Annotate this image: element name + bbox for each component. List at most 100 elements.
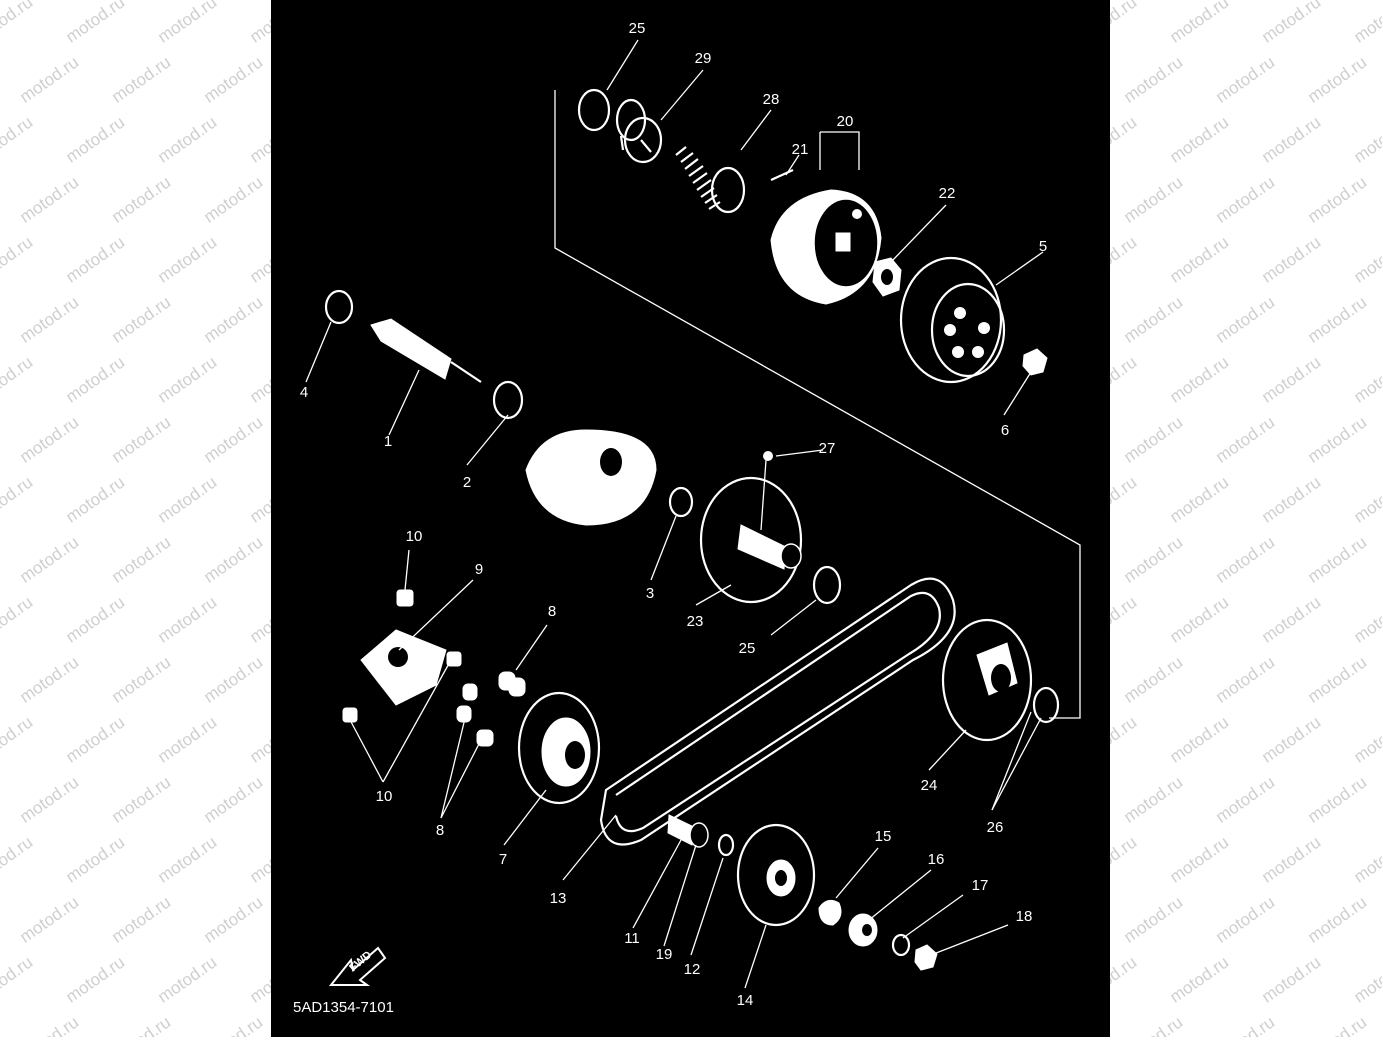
- label-8-bottom: 8: [436, 822, 444, 839]
- label-29: 29: [695, 50, 712, 67]
- label-14: 14: [737, 992, 754, 1009]
- watermark-text: motod.ru: [108, 772, 175, 827]
- part-21-pin: [770, 168, 794, 182]
- diagram-canvas: FWD: [293, 20, 1081, 1016]
- watermark-text: motod.ru: [200, 412, 267, 467]
- watermark-text: motod.ru: [16, 52, 83, 107]
- watermark-text: motod.ru: [0, 712, 37, 767]
- watermark-text: motod.ru: [62, 952, 129, 1007]
- part-25-top-oil-seal: [577, 88, 611, 132]
- watermark-text: motod.ru: [16, 652, 83, 707]
- label-11: 11: [624, 930, 640, 947]
- watermark-text: motod.ru: [200, 772, 267, 827]
- part-11-collar: [667, 814, 709, 848]
- watermark-text: motod.ru: [154, 952, 221, 1007]
- watermark-text: motod.ru: [1350, 472, 1382, 527]
- fwd-arrow-icon: FWD: [328, 946, 387, 986]
- part-23-sliding-sheave: [699, 476, 803, 604]
- watermark-text: motod.ru: [1120, 52, 1187, 107]
- watermark-text: motod.ru: [1212, 412, 1279, 467]
- watermark-text: motod.ru: [62, 112, 129, 167]
- assembly-boundary: [554, 90, 1081, 719]
- watermark-text: motod.ru: [1120, 292, 1187, 347]
- watermark-text: motod.ru: [1166, 232, 1233, 287]
- watermark-text: motod.ru: [200, 1013, 266, 1037]
- watermark-text: motod.ru: [1166, 592, 1233, 647]
- part-1-primary-shaft: [370, 318, 482, 383]
- watermark-text: motod.ru: [1350, 232, 1382, 287]
- watermark-text: motod.ru: [1258, 712, 1325, 767]
- watermark-text: motod.ru: [1350, 592, 1382, 647]
- watermark-text: motod.ru: [16, 292, 83, 347]
- watermark-text: motod.ru: [1350, 952, 1382, 1007]
- part-28-compression-spring: [675, 146, 746, 214]
- label-15: 15: [875, 828, 892, 845]
- watermark-text: motod.ru: [16, 892, 83, 947]
- watermark-text: motod.ru: [1258, 832, 1325, 887]
- part-16-nut-plate: [848, 913, 878, 947]
- watermark-text: motod.ru: [1304, 772, 1371, 827]
- label-9: 9: [475, 561, 483, 578]
- part-25-bottom-oil-seal: [812, 565, 842, 605]
- part-22-nut: [872, 257, 902, 297]
- watermark-text: motod.ru: [16, 412, 83, 467]
- watermark-text: motod.ru: [0, 952, 37, 1007]
- watermark-text: motod.ru: [1350, 112, 1382, 167]
- label-24: 24: [921, 777, 938, 794]
- part-3-washer: [668, 486, 694, 518]
- watermark-text: motod.ru: [0, 112, 37, 167]
- watermark-text: motod.ru: [200, 532, 267, 587]
- watermark-text: motod.ru: [62, 592, 129, 647]
- label-3: 3: [646, 585, 654, 602]
- label-27: 27: [819, 440, 836, 457]
- part-4-bearing: [324, 289, 354, 325]
- watermark-text: motod.ru: [62, 712, 129, 767]
- watermark-text: motod.ru: [0, 232, 37, 287]
- watermark-text: motod.ru: [1212, 52, 1279, 107]
- label-2: 2: [463, 474, 471, 491]
- watermark-text: motod.ru: [0, 832, 37, 887]
- label-4: 4: [300, 384, 308, 401]
- watermark-text: motod.ru: [1304, 412, 1371, 467]
- watermark-text: motod.ru: [1120, 532, 1187, 587]
- part-15-washer: [818, 899, 842, 926]
- watermark-text: motod.ru: [154, 352, 221, 407]
- part-20-clutch-carrier: [770, 189, 882, 305]
- label-18: 18: [1016, 908, 1033, 925]
- label-16: 16: [928, 851, 945, 868]
- watermark-text: motod.ru: [1120, 892, 1187, 947]
- watermark-text: motod.ru: [1212, 532, 1279, 587]
- part-7-primary-sliding-sheave: [517, 691, 601, 805]
- watermark-text: motod.ru: [1258, 472, 1325, 527]
- watermark-text: motod.ru: [200, 652, 267, 707]
- label-10-bottom: 10: [376, 788, 393, 805]
- part-17-washer: [891, 933, 911, 957]
- label-25-bottom: 25: [739, 640, 756, 657]
- watermark-text: motod.ru: [108, 1013, 174, 1037]
- watermark-text: motod.ru: [1120, 412, 1187, 467]
- part-5-clutch-housing: [899, 256, 1006, 384]
- watermark-text: motod.ru: [108, 532, 175, 587]
- watermark-text: motod.ru: [62, 232, 129, 287]
- watermark-text: motod.ru: [1258, 352, 1325, 407]
- watermark-text: motod.ru: [1212, 1013, 1278, 1037]
- watermark-text: motod.ru: [16, 172, 83, 227]
- label-21: 21: [792, 141, 809, 158]
- watermark-text: motod.ru: [1212, 172, 1279, 227]
- label-13: 13: [550, 890, 567, 907]
- watermark-text: motod.ru: [1212, 292, 1279, 347]
- watermark-text: motod.ru: [200, 292, 267, 347]
- watermark-text: motod.ru: [1304, 652, 1371, 707]
- watermark-text: motod.ru: [1258, 0, 1325, 47]
- watermark-text: motod.ru: [1120, 1013, 1186, 1037]
- label-6: 6: [1001, 422, 1009, 439]
- label-19: 19: [656, 946, 673, 963]
- watermark-text: motod.ru: [154, 472, 221, 527]
- watermark-text: motod.ru: [0, 0, 37, 47]
- part-27-pin: [763, 451, 773, 461]
- watermark-text: motod.ru: [1350, 0, 1382, 47]
- watermark-text: motod.ru: [0, 592, 37, 647]
- watermark-text: motod.ru: [200, 172, 267, 227]
- label-20: 20: [837, 113, 854, 130]
- label-7: 7: [499, 851, 507, 868]
